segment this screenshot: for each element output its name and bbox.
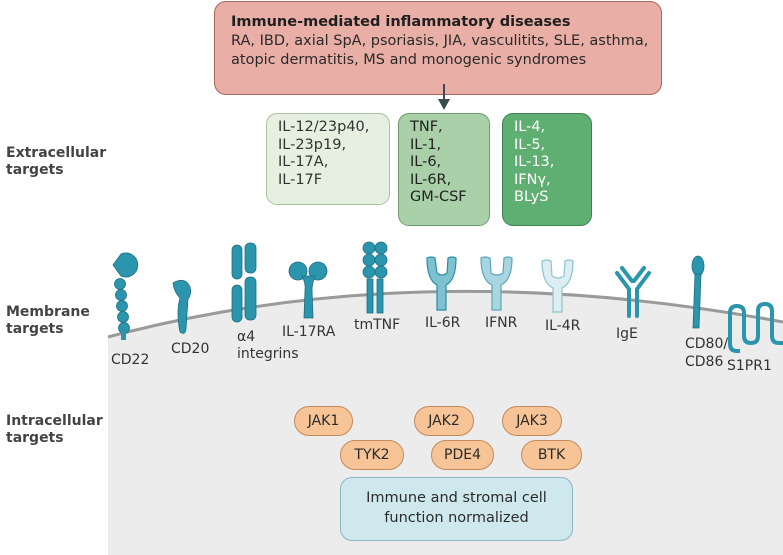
jak2-pill: JAK2 [414, 406, 474, 436]
il6r-label: IL-6R [425, 315, 461, 331]
cytokine-item: IL-17A, [278, 154, 329, 170]
disease-title: Immune-mediated inflammatory diseases [231, 14, 571, 30]
tmtnf-label: tmTNF [354, 317, 401, 333]
alpha4-label: α4 [237, 329, 256, 345]
ige-label: IgE [616, 326, 638, 342]
ifnr-receptor [480, 256, 513, 311]
cytokine-item: BLyS [514, 189, 549, 205]
membrane-label-line-1: Membrane [6, 304, 90, 320]
cytokine-item: IL-12/23p40, [278, 119, 370, 135]
s1pr1-label: S1PR1 [727, 358, 772, 374]
cd80-label: CD80/ [685, 336, 729, 352]
down-arrow-icon [438, 84, 450, 110]
cytokine-item: TNF, [410, 119, 443, 135]
cd20-receptor [172, 279, 192, 334]
cytokine-item: IFNγ, [514, 171, 551, 188]
disease-list-line-2: atopic dermatitis, MS and monogenic synd… [231, 52, 587, 68]
cell-membrane [107, 289, 783, 339]
il4r-label: IL-4R [545, 318, 581, 334]
cytokine-box-tnf-il1-il6: TNF, IL-1, IL-6, IL-6R, GM-CSF [398, 113, 490, 226]
membrane-targets-label: Membrane targets [6, 304, 90, 338]
cd80-cd86-receptor [691, 255, 705, 329]
cytokine-box-il12-il23-il17: IL-12/23p40, IL-23p19, IL-17A, IL-17F [266, 113, 390, 205]
intracellular-label-line-1: Intracellular [6, 413, 103, 429]
il4r-receptor [541, 259, 574, 313]
cytokine-item: IL-6R, [410, 171, 452, 188]
cytokine-item: IL-1, [410, 136, 442, 153]
pde4-pill: PDE4 [431, 440, 494, 470]
cytokine-item: IL-6, [410, 154, 442, 170]
tmtnf-receptor [362, 241, 388, 314]
s1pr1-receptor [728, 302, 783, 353]
integrins-label: integrins [237, 346, 299, 362]
jak3-pill: JAK3 [502, 406, 562, 436]
extracellular-label-line-2: targets [6, 162, 64, 178]
btk-pill: BTK [521, 440, 582, 470]
tyk2-pill: TYK2 [340, 440, 404, 470]
cytokine-item: IL-17F [278, 171, 323, 188]
cytokine-item: IL-4, [514, 119, 546, 135]
outcome-box: Immune and stromal cell function normali… [340, 477, 573, 541]
cytokine-item: IL-13, [514, 154, 555, 170]
cytokine-box-il4-il5-il13: IL-4, IL-5, IL-13, IFNγ, BLyS [502, 113, 592, 226]
outcome-line-2: function normalized [384, 510, 529, 526]
cytokine-item: IL-5, [514, 136, 546, 153]
intracellular-label-line-2: targets [6, 430, 64, 446]
alpha4-integrin-receptor [231, 242, 257, 323]
il6r-receptor [426, 256, 457, 311]
extracellular-label-line-1: Extracellular [6, 145, 107, 161]
extracellular-targets-label: Extracellular targets [6, 145, 106, 179]
il17ra-label: IL-17RA [282, 324, 336, 340]
il17ra-receptor [288, 261, 328, 319]
membrane-label-line-2: targets [6, 321, 64, 337]
intracellular-targets-label: Intracellular targets [6, 413, 103, 447]
disease-box: Immune-mediated inflammatory diseases RA… [214, 1, 662, 95]
disease-list-line-1: RA, IBD, axial SpA, psoriasis, JIA, vasc… [231, 33, 649, 49]
cd22-receptor [112, 252, 139, 340]
cd20-label: CD20 [171, 341, 210, 357]
jak1-pill: JAK1 [294, 406, 353, 436]
ige-receptor [615, 266, 651, 318]
cd22-label: CD22 [111, 352, 150, 368]
outcome-line-1: Immune and stromal cell [366, 490, 547, 506]
cd86-label: CD86 [685, 354, 724, 370]
ifnr-label: IFNR [485, 315, 518, 331]
cytokine-item: IL-23p19, [278, 136, 347, 153]
cytokine-item: GM-CSF [410, 189, 467, 205]
